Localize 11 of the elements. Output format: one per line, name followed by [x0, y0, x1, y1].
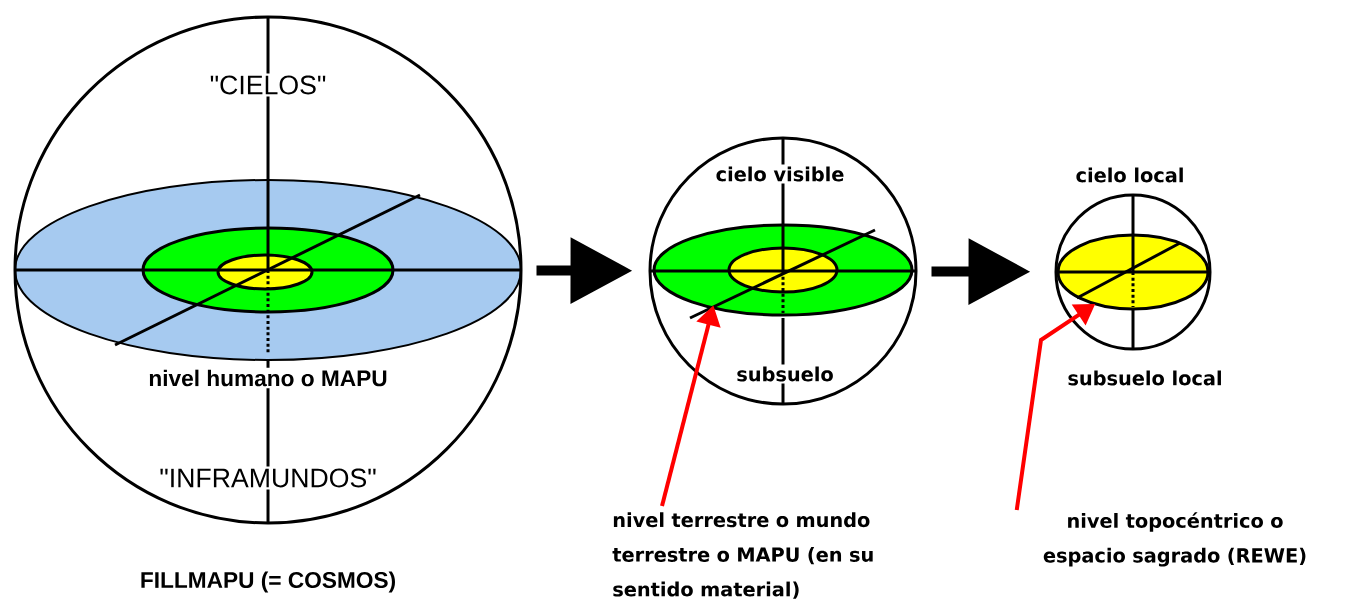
- region-label: nivel humano o MAPU: [146, 367, 390, 389]
- annotation-text: nivel topocéntrico o espacio sagrado (REWE): [1043, 512, 1306, 567]
- region-label: "CIELOS": [207, 73, 329, 97]
- disk: [1056, 233, 1210, 311]
- annotation-text: nivel terrestre o mundo terrestre o MAPU (en su sentido material): [612, 512, 873, 599]
- region-label: cielo local: [1073, 165, 1187, 185]
- region-label: subsuelo: [734, 364, 836, 384]
- region-label: cielo visible: [713, 164, 847, 184]
- node-label: FILLMAPU (= COSMOS): [141, 571, 395, 593]
- region-label: subsuelo local: [1065, 368, 1225, 388]
- region-label: "INFRAMUNDOS": [157, 466, 379, 490]
